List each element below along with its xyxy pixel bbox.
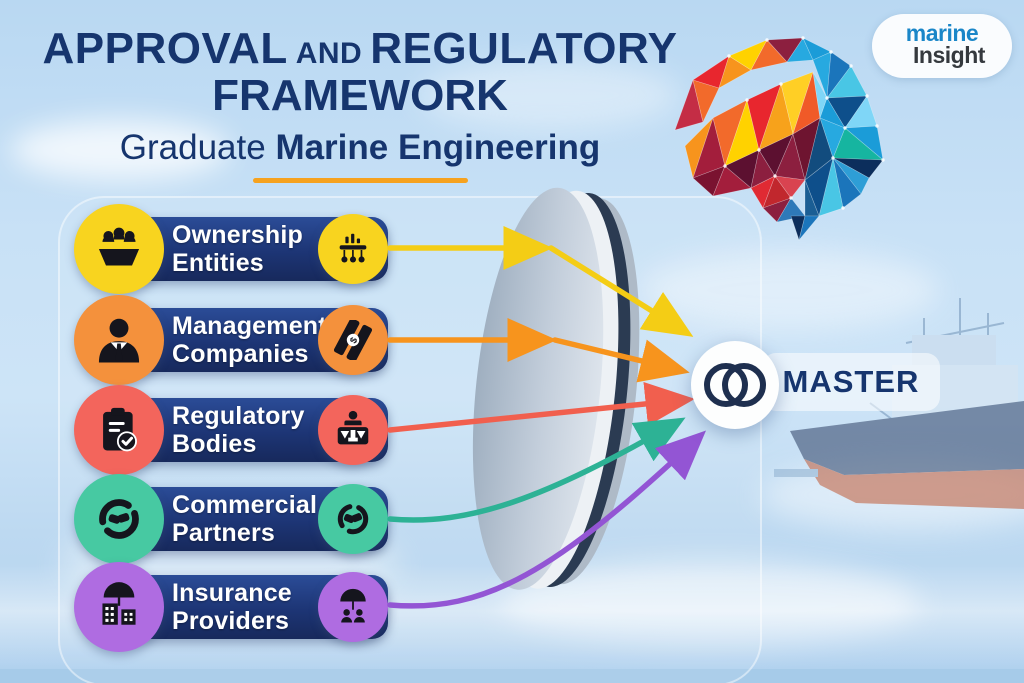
title-word-regulatory: REGULATORY bbox=[370, 24, 678, 73]
row-ownership-entities: Ownership Entities bbox=[0, 203, 420, 295]
stakeholders-vessel-icon bbox=[74, 204, 164, 294]
pill-label-line1: Insurance bbox=[172, 579, 292, 607]
pill-label-line2: Providers bbox=[172, 607, 290, 635]
cloud-shape bbox=[420, 60, 680, 130]
subtitle-prefix: Graduate bbox=[119, 127, 266, 167]
subtitle: Graduate Marine Engineering bbox=[30, 128, 690, 168]
logo-word-insight: Insight bbox=[913, 42, 985, 68]
title-underline bbox=[252, 177, 468, 183]
svg-text:$: $ bbox=[348, 335, 361, 345]
marine-insight-logo: marine Insight bbox=[872, 14, 1012, 78]
cloud-shape bbox=[10, 120, 230, 180]
title-connector-and: AND bbox=[295, 37, 363, 70]
master-label-text: MASTER bbox=[782, 364, 920, 399]
clipboard-check-icon bbox=[74, 385, 164, 475]
pill-label-line2: Partners bbox=[172, 519, 276, 547]
org-hierarchy-icon bbox=[318, 214, 388, 284]
master-label: MASTER bbox=[762, 353, 940, 411]
title-word-approval: APPROVAL bbox=[42, 24, 288, 73]
manager-person-icon bbox=[74, 295, 164, 385]
insured-buildings-icon bbox=[74, 562, 164, 652]
handshake-deal-icon bbox=[318, 484, 388, 554]
row-management-companies: Management Companies $ bbox=[0, 294, 420, 386]
banknotes-icon: $ bbox=[318, 305, 388, 375]
brain-illustration bbox=[674, 36, 885, 242]
pill-label-line1: Ownership bbox=[172, 221, 303, 249]
pill-label-line1: Regulatory bbox=[172, 402, 305, 430]
pill-label-line2: Entities bbox=[172, 249, 264, 277]
logo-word-marine: marine bbox=[905, 20, 979, 46]
handshake-cycle-icon bbox=[74, 474, 164, 564]
sea-strip bbox=[0, 669, 1024, 683]
master-node bbox=[691, 341, 779, 429]
pill-label-line1: Management bbox=[172, 312, 327, 340]
official-podium-icon bbox=[318, 395, 388, 465]
umbrella-people-icon bbox=[318, 572, 388, 642]
title-line-2: FRAMEWORK bbox=[212, 71, 508, 121]
subtitle-emphasis: Marine Engineering bbox=[275, 127, 601, 167]
pill-label-line1: Commercial bbox=[172, 491, 318, 519]
pill-label-line2: Bodies bbox=[172, 430, 257, 458]
row-regulatory-bodies: Regulatory Bodies bbox=[0, 384, 420, 476]
pill-label-line2: Companies bbox=[172, 340, 309, 368]
row-commercial-partners: Commercial Partners bbox=[0, 473, 420, 565]
row-insurance-providers: Insurance Providers bbox=[0, 561, 420, 653]
interlocking-rings-icon bbox=[704, 363, 766, 407]
